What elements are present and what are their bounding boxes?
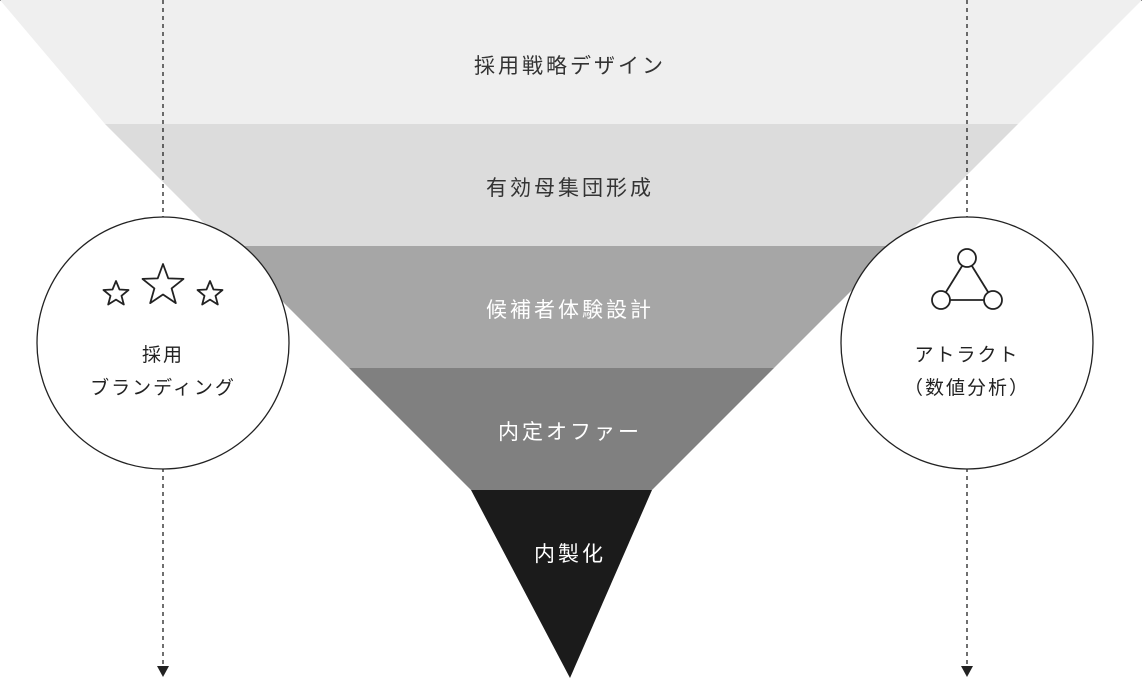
star-small-left-icon: [102, 280, 130, 306]
right-circle-line2: （数値分析）: [904, 377, 1030, 399]
funnel-stage-3-label: 候補者体験設計: [486, 298, 654, 322]
funnel-stage-4-label: 内定オファー: [498, 420, 642, 444]
left-circle-line2: ブランディング: [90, 376, 236, 399]
funnel-stage-1-label: 採用戦略デザイン: [474, 54, 666, 78]
funnel-stage-2: [105, 124, 1018, 246]
left-circle-group: 採用 ブランディング: [36, 216, 290, 470]
star-small-right-icon: [196, 280, 224, 306]
network-node-left: [931, 290, 951, 310]
star-large-center-icon: [141, 263, 185, 305]
left-arrow-head: [157, 666, 169, 677]
right-circle-group: アトラクト （数値分析）: [840, 216, 1094, 470]
right-circle: [840, 216, 1094, 470]
right-circle-line1: アトラクト: [914, 344, 1019, 366]
left-circle: [36, 216, 290, 470]
right-arrow-head: [961, 666, 973, 677]
left-circle-line1: 採用: [142, 344, 184, 366]
funnel-stage-4: [349, 368, 774, 490]
network-node-top: [957, 248, 977, 268]
funnel-stage-2-label: 有効母集団形成: [486, 176, 654, 200]
triangle-network-icon: [931, 248, 1003, 310]
network-node-right: [983, 290, 1003, 310]
funnel-stage-3: [227, 246, 896, 368]
funnel-stage-1: [0, 0, 1142, 124]
three-stars-icon: [102, 263, 224, 306]
funnel-stage-5-label: 内製化: [534, 542, 606, 566]
funnel-stage-5: [471, 490, 652, 678]
